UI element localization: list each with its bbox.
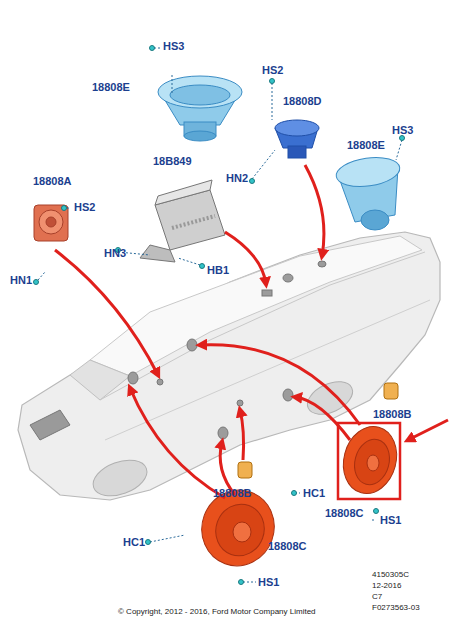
callout-number: HC1 [303, 487, 325, 500]
drawing-code: 4150305C [372, 570, 409, 580]
callout-number: 18808B [373, 408, 412, 421]
callout-number: 18808C [268, 540, 307, 553]
callout-number: 18808E [92, 81, 130, 94]
callout-number: 18808A [33, 175, 72, 188]
callout-number: HS1 [380, 514, 401, 527]
callout-number: 18808E [347, 139, 385, 152]
callout-number: HS2 [262, 64, 283, 77]
callout-number: 18808D [283, 95, 322, 108]
callout-number: HS3 [163, 40, 184, 53]
callout-number: HN2 [226, 172, 248, 185]
callout-number: 18B849 [153, 155, 192, 168]
callout-number: HC1 [123, 536, 145, 549]
callout-number: HS2 [74, 201, 95, 214]
drawing-code: C7 [372, 592, 382, 602]
callout-number: HB1 [207, 264, 229, 277]
callout-number: HN3 [104, 247, 126, 260]
callout-number: HN1 [10, 274, 32, 287]
callout-number: HS3 [392, 124, 413, 137]
callout-number: 18808C [325, 507, 364, 520]
copyright-note: © Copyright, 2012 - 2016, Ford Motor Com… [118, 607, 316, 617]
drawing-code: 12-2016 [372, 581, 401, 591]
drawing-code: F0273563-03 [372, 603, 420, 613]
callout-number: HS1 [258, 576, 279, 589]
callout-number: 18808B [213, 487, 252, 500]
